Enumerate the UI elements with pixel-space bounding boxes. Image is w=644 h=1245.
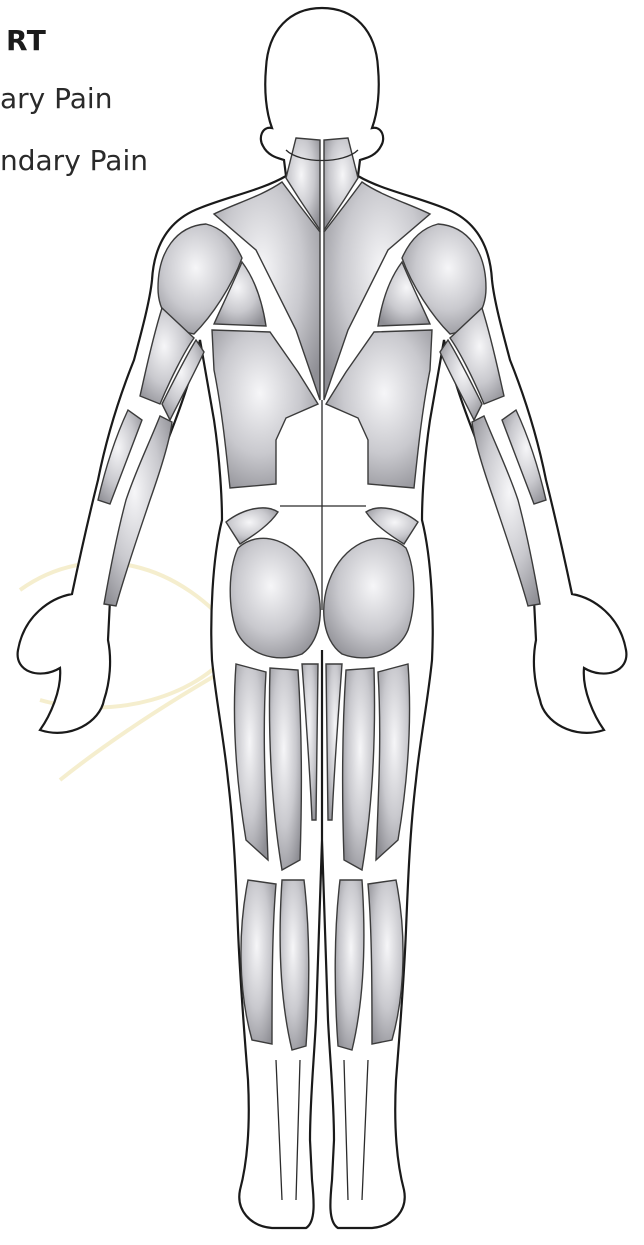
body-outline: [18, 8, 627, 1228]
